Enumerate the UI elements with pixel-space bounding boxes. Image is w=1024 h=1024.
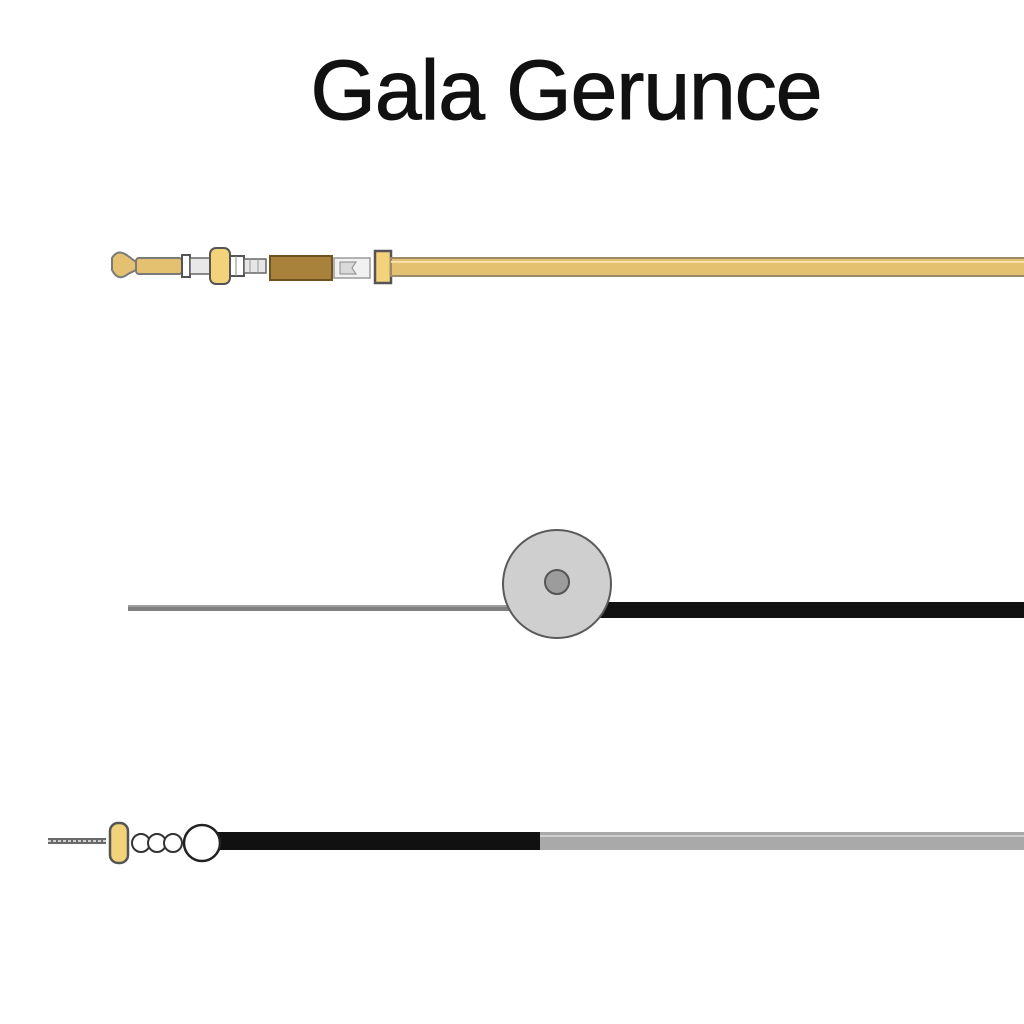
capsule-badge-icon [108,821,130,865]
rod-row-top [111,247,1024,285]
long-gold-rod [390,257,1024,277]
black-cable-segment [216,832,540,850]
white-ring [182,823,222,863]
threaded-section [229,255,267,277]
dotted-tip [48,838,106,844]
gold-block [373,249,393,285]
black-cable [560,602,1024,618]
ring-connector-icon [131,833,183,853]
rod-row-middle [128,529,1024,639]
rod-tip-icon [111,251,211,279]
reel-knob-icon [502,529,612,639]
rod-body [269,255,333,281]
ferrule [333,257,371,279]
rod-row-bottom [48,821,1024,865]
thin-gray-cable [128,605,528,611]
gold-collar [209,247,231,285]
page-title: Gala Gerunce [310,43,823,138]
gray-cable-segment [540,832,1024,850]
